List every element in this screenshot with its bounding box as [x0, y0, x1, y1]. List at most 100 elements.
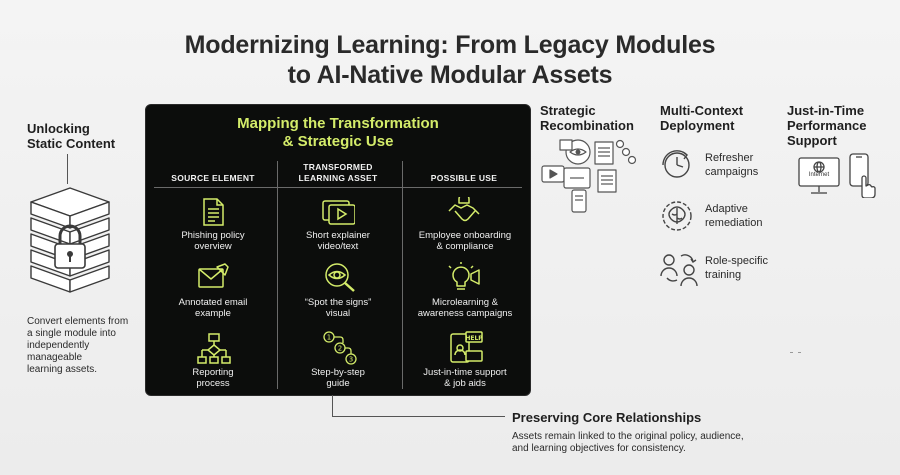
cell-line: guide — [326, 378, 350, 389]
column-header-source: SOURCE ELEMENT — [154, 173, 272, 184]
cell-line: Microlearning & — [432, 297, 498, 308]
column-divider — [402, 161, 403, 389]
monitor-internet-icon — [797, 156, 841, 201]
column-header-text: SOURCE ELEMENT — [171, 173, 255, 183]
preserving-connector-vertical — [332, 395, 333, 416]
column-divider — [277, 161, 278, 389]
decorative-dash — [798, 352, 801, 353]
unlocking-connector — [67, 154, 68, 184]
cell-line: & compliance — [436, 241, 494, 252]
preserving-connector-horizontal — [332, 416, 505, 417]
transformation-panel: Mapping the Transformation & Strategic U… — [145, 104, 531, 396]
multi-context-heading-line: Multi-Context — [660, 103, 744, 118]
cell-asset-3: Step-by-step guide — [278, 367, 398, 389]
jit-heading-line: Support — [787, 133, 837, 148]
strategic-heading-line: Recombination — [540, 118, 634, 133]
cell-source-3: Reporting process — [154, 367, 272, 389]
cell-line: Phishing policy — [181, 230, 245, 241]
svg-text:1: 1 — [327, 334, 331, 342]
help-phone-icon: HELP — [448, 331, 484, 365]
cell-line: Just-in-time support — [423, 367, 507, 378]
context-line: training — [705, 269, 742, 281]
monitor-text: Internet — [808, 172, 830, 178]
unlocking-desc-line: manageable — [27, 352, 83, 363]
unlocking-heading-line-2: Static Content — [27, 136, 116, 151]
unlocking-heading: Unlocking Static Content — [27, 121, 115, 151]
unlocking-heading-line-1: Unlocking — [27, 121, 90, 136]
cell-use-1: Employee onboarding & compliance — [404, 230, 526, 252]
cell-use-3: Just-in-time support & job aids — [404, 367, 526, 389]
column-header-text: LEARNING ASSET — [298, 173, 378, 183]
context-line: Adaptive — [705, 203, 748, 215]
page-title: Modernizing Learning: From Legacy Module… — [0, 30, 900, 90]
cell-line: visual — [325, 308, 351, 319]
context-item-3-label: Role-specific training — [705, 254, 768, 282]
cell-line: video/text — [317, 241, 359, 252]
column-header-text: TRANSFORMED — [303, 162, 373, 172]
cell-line: process — [196, 378, 230, 389]
column-header-use: POSSIBLE USE — [404, 173, 524, 184]
context-item-1-label: Refresher campaigns — [705, 151, 758, 179]
jit-heading: Just-in-Time Performance Support — [787, 103, 866, 148]
brain-gear-icon — [659, 199, 695, 238]
strategic-heading-line: Strategic — [540, 103, 596, 118]
unlocking-description: Convert elements from a single module in… — [27, 316, 142, 376]
svg-text:2: 2 — [338, 345, 342, 353]
context-item-2-label: Adaptive remediation — [705, 202, 762, 230]
column-header-asset: TRANSFORMED LEARNING ASSET — [278, 162, 398, 184]
preserving-description: Assets remain linked to the original pol… — [512, 431, 812, 455]
title-line-1: Modernizing Learning: From Legacy Module… — [184, 31, 716, 59]
decorative-dash — [790, 352, 793, 353]
lightbulb-megaphone-icon — [447, 262, 483, 292]
context-line: Refresher — [705, 152, 754, 164]
jit-heading-line: Performance — [787, 118, 867, 133]
panel-title: Mapping the Transformation & Strategic U… — [146, 115, 530, 151]
svg-text:HELP: HELP — [465, 335, 483, 342]
cell-line: awareness campaigns — [417, 308, 513, 319]
panel-title-line-1: Mapping the Transformation — [237, 115, 439, 132]
multi-context-heading: Multi-Context Deployment — [660, 103, 743, 133]
cell-source-1: Phishing policy overview — [154, 230, 272, 252]
phone-tap-icon — [848, 152, 880, 203]
preserving-desc-line: Assets remain linked to the original pol… — [512, 431, 744, 442]
column-header-text: POSSIBLE USE — [430, 173, 498, 183]
title-line-2: to AI-Native Modular Assets — [287, 61, 613, 89]
cell-line: Step-by-step — [311, 367, 365, 378]
context-line: Role-specific — [705, 255, 768, 267]
document-icon — [199, 197, 227, 227]
cell-line: Reporting — [192, 367, 234, 378]
cell-asset-1: Short explainer video/text — [278, 230, 398, 252]
cell-line: & job aids — [444, 378, 486, 389]
context-line: remediation — [705, 217, 763, 229]
magnifier-eye-icon — [324, 262, 356, 292]
handshake-icon — [447, 197, 481, 227]
svg-text:3: 3 — [349, 356, 353, 364]
flowchart-icon — [197, 333, 231, 365]
email-edit-icon — [197, 263, 229, 291]
cell-asset-2: “Spot the signs” visual — [278, 297, 398, 319]
people-roles-icon — [659, 250, 699, 293]
strategic-heading: Strategic Recombination — [540, 103, 634, 133]
cell-line: Short explainer — [306, 230, 370, 241]
cell-line: “Spot the signs” — [304, 297, 372, 308]
unlocking-desc-line: learning assets. — [27, 364, 98, 375]
cell-source-2: Annotated email example — [154, 297, 272, 319]
cell-line: overview — [194, 241, 232, 252]
multi-context-heading-line: Deployment — [660, 118, 735, 133]
unlocking-desc-line: a single module into — [27, 328, 116, 339]
server-stack-lock-icon — [27, 184, 113, 309]
video-play-icon — [321, 198, 355, 226]
unlocking-desc-line: Convert elements from — [27, 316, 129, 327]
clock-refresh-icon — [659, 148, 695, 187]
cell-line: Employee onboarding — [418, 230, 512, 241]
context-line: campaigns — [705, 166, 759, 178]
unlocking-desc-line: independently — [27, 340, 90, 351]
cell-line: example — [195, 308, 231, 319]
preserving-heading: Preserving Core Relationships — [512, 410, 702, 425]
preserving-desc-line: and learning objectives for consistency. — [512, 443, 686, 454]
cell-use-2: Microlearning & awareness campaigns — [404, 297, 526, 319]
cell-line: Annotated email — [178, 297, 248, 308]
jit-heading-line: Just-in-Time — [787, 103, 865, 118]
header-divider — [154, 187, 522, 188]
